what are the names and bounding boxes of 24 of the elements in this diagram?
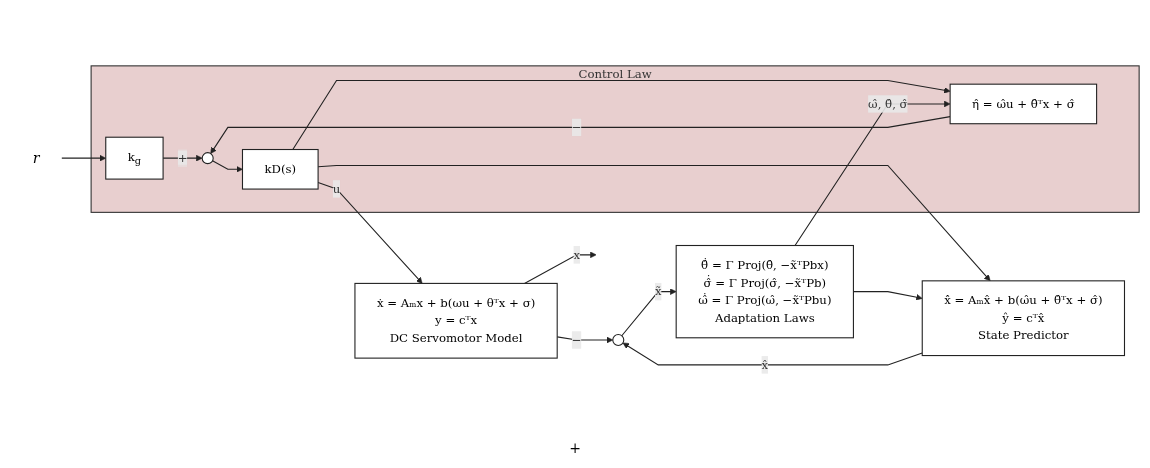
sign-label: +	[569, 440, 581, 456]
node-circle	[201, 152, 214, 165]
arrow	[523, 251, 597, 285]
edge-label: x̂	[761, 357, 769, 372]
node-text: r	[32, 149, 40, 168]
edge-label: +	[177, 151, 188, 165]
edge-label: ω̂, θ̂, σ̂	[868, 96, 908, 111]
node-circle	[612, 334, 625, 347]
arrow	[211, 160, 243, 173]
arrow	[622, 342, 923, 366]
edge-label: x̃	[654, 284, 662, 299]
edge-label: u	[332, 181, 341, 196]
edge-label: x	[573, 247, 581, 262]
node-box: x̂̇ = Aₘx̂ + b(ω̂u + θ̂ᵀx + σ̂) ŷ = cᵀx̂ State Predictor	[921, 280, 1126, 357]
edge-label: −	[571, 120, 582, 135]
node-box: θ̂̇ = Γ Proj(θ̂, −x̃ᵀPbx) σ̂̇ = Γ Proj(σ̂, −x̃ᵀPb) ω̂̇ = Γ Proj(ω̂, −x̃ᵀPbu) Adaptation Laws	[675, 245, 854, 339]
node-box: η̂ = ω̂u + θ̂ᵀx + σ̂	[949, 83, 1098, 125]
arrow	[210, 116, 951, 155]
node-box: kD(s)	[241, 149, 319, 190]
arrow	[621, 288, 677, 337]
arrow	[292, 80, 951, 151]
node-box: k$_{g}$	[105, 136, 164, 180]
node-box: ẋ = Aₘx + b(ωu + θᵀx + σ) y = cᵀx DC Servomotor Model	[354, 283, 558, 359]
edge-label: −	[571, 332, 582, 347]
